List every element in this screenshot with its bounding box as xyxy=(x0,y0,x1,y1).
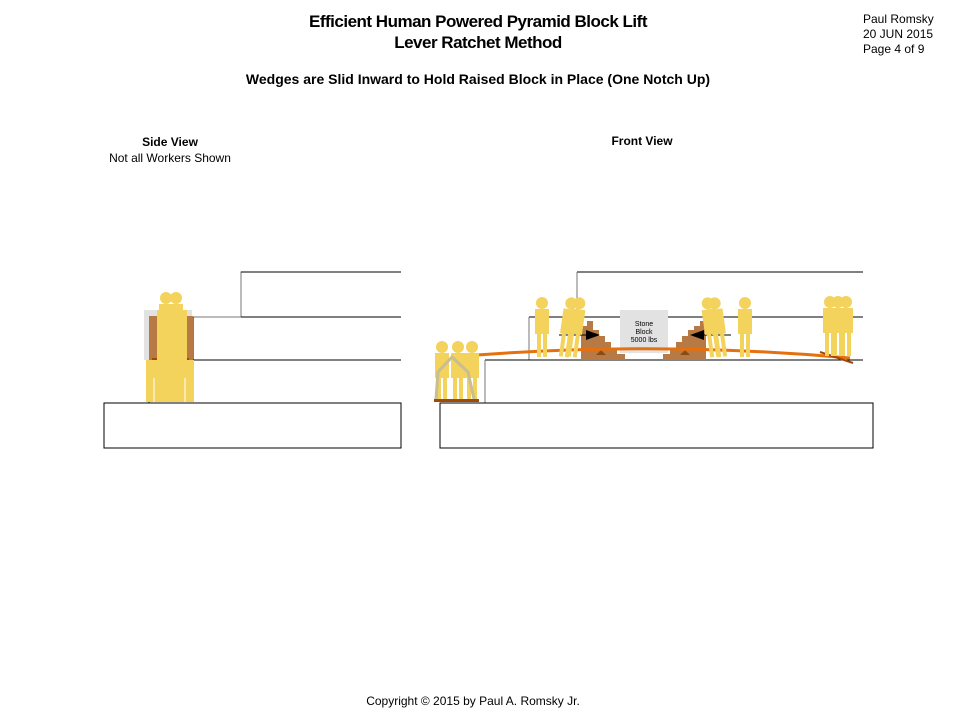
copyright: Copyright © 2015 by Paul A. Romsky Jr. xyxy=(366,694,580,708)
left-wedge xyxy=(581,321,625,360)
side-view-note: Not all Workers Shown xyxy=(109,151,231,165)
block-label-2: Block xyxy=(635,329,653,336)
date: 20 JUN 2015 xyxy=(863,27,934,41)
right-wedge xyxy=(663,321,706,360)
front-workers xyxy=(434,296,853,402)
side-view-heading: Side View Not all Workers Shown xyxy=(70,134,270,166)
title-line-2: Lever Ratchet Method xyxy=(394,33,562,52)
subtitle: Wedges are Slid Inward to Hold Raised Bl… xyxy=(245,71,711,87)
lever-bar xyxy=(451,347,851,360)
front-view-steps xyxy=(439,271,874,449)
block-label-3: 5000 lbs xyxy=(631,337,658,344)
title-line-1: Efficient Human Powered Pyramid Block Li… xyxy=(309,12,647,31)
author-name: Paul Romsky xyxy=(863,12,934,26)
page-number: Page 4 of 9 xyxy=(863,42,925,56)
side-view-title: Side View xyxy=(142,135,198,149)
side-view-workers xyxy=(144,292,194,402)
page-title: Efficient Human Powered Pyramid Block Li… xyxy=(0,11,956,53)
stone-block: Stone Block 5000 lbs xyxy=(620,310,668,353)
author-block: Paul Romsky 20 JUN 2015 Page 4 of 9 xyxy=(863,12,934,57)
block-label-1: Stone xyxy=(635,321,653,328)
front-view-title: Front View xyxy=(611,134,673,148)
